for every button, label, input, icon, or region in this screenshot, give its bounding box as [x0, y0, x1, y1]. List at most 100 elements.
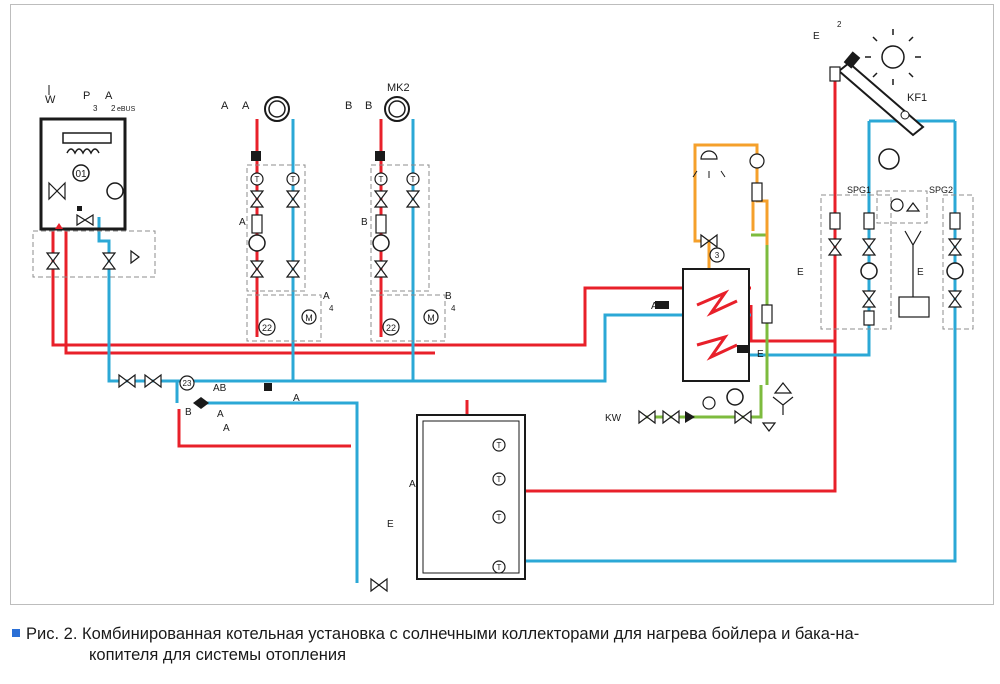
svg-text:A: A	[217, 409, 224, 420]
svg-text:T: T	[411, 175, 416, 184]
label-mk2: MK2	[387, 82, 410, 94]
svg-text:A: A	[221, 100, 229, 112]
caption-line-2: копителя для системы отопления	[89, 646, 347, 664]
svg-text:T: T	[291, 175, 296, 184]
hot-water-outlet: 3	[692, 150, 773, 324]
svg-text:A: A	[223, 423, 230, 434]
label-w: W	[45, 94, 56, 106]
return-pipes	[97, 119, 957, 583]
label-spg1: SPG1	[847, 185, 871, 195]
temp-sensor-icon	[375, 151, 385, 161]
boiler-casing	[39, 117, 127, 231]
svg-text:T: T	[497, 563, 502, 572]
hc2-mixer-group	[370, 294, 446, 342]
hc2-valve-group	[370, 164, 430, 292]
pressure-gauge-icon	[702, 396, 716, 410]
heating-schematic: 01 W P A 3 2 eBUS A A T T 22 M	[32, 20, 974, 593]
svg-text:A: A	[323, 291, 330, 302]
solar-station-spg2: SPG2 E	[898, 185, 974, 330]
pipe-boiler-return	[97, 222, 179, 403]
svg-text:A: A	[293, 393, 300, 404]
pipe-buffer-return-red	[177, 409, 351, 448]
diverter-valve: 23 AB B A A A	[118, 373, 300, 434]
safety-valve-icon	[773, 382, 793, 394]
solar-station-spg1: SPG1 E	[797, 148, 928, 330]
svg-text:T: T	[497, 475, 502, 484]
label-p: P	[83, 90, 90, 102]
heat-exchanger-icon	[66, 148, 100, 155]
svg-text:23: 23	[183, 379, 192, 388]
pipe-cold-water	[643, 385, 763, 419]
svg-text:B: B	[345, 100, 352, 112]
svg-text:B: B	[365, 100, 372, 112]
svg-text:A: A	[239, 217, 246, 228]
hc1-pump-icon	[248, 234, 266, 252]
caption-line-1: Комбинированная котельная установка с со…	[82, 625, 860, 643]
svg-text:22: 22	[262, 323, 272, 333]
svg-text:B: B	[185, 407, 192, 418]
mixer-motor-icon	[423, 309, 439, 325]
expansion-vessel-icon	[726, 388, 744, 406]
svg-text:T: T	[379, 175, 384, 184]
svg-text:22: 22	[386, 323, 396, 333]
boiler-valve-group	[32, 230, 156, 278]
svg-text:A: A	[242, 100, 250, 112]
label-a-boiler: A	[105, 90, 113, 102]
shower-icon	[700, 150, 718, 160]
svg-text:B: B	[445, 291, 452, 302]
svg-text:3: 3	[715, 251, 720, 260]
svg-text:4: 4	[451, 304, 456, 313]
heating-circuit-1: A A T T 22 M A 4 A	[221, 96, 334, 342]
buffer-tank: T T T T A E	[370, 414, 526, 593]
boiler-number: 01	[75, 169, 87, 180]
svg-text:3: 3	[93, 104, 98, 113]
svg-text:T: T	[497, 513, 502, 522]
pipe-boiler-to-tank	[51, 229, 751, 347]
hc2-pump-icon	[372, 234, 390, 252]
svg-text:M: M	[305, 313, 313, 323]
svg-text:M: M	[427, 313, 435, 323]
label-ebus: eBUS	[117, 106, 136, 113]
svg-text:E: E	[757, 349, 764, 360]
boiler-number-badge	[72, 164, 90, 182]
pipe-to-buffer	[195, 401, 359, 583]
figure-frame: 01 W P A 3 2 eBUS A A T T 22 M	[10, 4, 994, 605]
sun-icon	[865, 29, 921, 85]
svg-text:E: E	[387, 519, 394, 530]
solar-collector: KF1 E 2	[813, 20, 927, 137]
caption-prefix: Рис. 2.	[26, 625, 78, 643]
caption-bullet-icon	[12, 629, 20, 637]
svg-text:B: B	[361, 217, 368, 228]
boiler-3way-valve-icon	[48, 181, 66, 201]
svg-text:E: E	[917, 267, 924, 278]
mixer-motor-icon	[301, 309, 317, 325]
label-kw: KW	[605, 413, 622, 424]
solar-pump-icon	[860, 262, 878, 280]
svg-text:A: A	[409, 479, 416, 490]
svg-text:2: 2	[111, 104, 116, 113]
svg-text:4: 4	[329, 304, 334, 313]
3way-valve-icon	[193, 397, 209, 409]
hc1-mixer-group	[246, 294, 322, 342]
hc1-valve-group	[246, 164, 306, 292]
svg-text:T: T	[255, 175, 260, 184]
svg-text:E: E	[797, 267, 804, 278]
svg-text:T: T	[497, 441, 502, 450]
boiler: 01 W P A 3 2 eBUS	[39, 85, 136, 231]
pipe-hc1-return	[257, 119, 295, 383]
temp-sensor-icon	[251, 151, 261, 161]
label-kf1: KF1	[907, 92, 927, 104]
solar-expansion-vessel-icon	[878, 148, 900, 170]
boiler-pump-icon	[106, 182, 124, 200]
svg-text:E: E	[813, 31, 820, 42]
label-ab: AB	[213, 383, 227, 394]
circulation-pump-icon	[749, 153, 765, 169]
dhw-cylinder: A E KW	[605, 268, 794, 432]
burner-icon	[62, 132, 112, 144]
heating-circuit-2: MK2 B B T T 22 M B 4 B	[345, 82, 456, 342]
svg-text:2: 2	[837, 20, 842, 29]
svg-text:A: A	[651, 301, 658, 312]
collector-tank-icon	[898, 296, 930, 318]
figure-caption: Рис. 2. Комбинированная котельная устано…	[12, 624, 988, 666]
label-spg2: SPG2	[929, 185, 953, 195]
